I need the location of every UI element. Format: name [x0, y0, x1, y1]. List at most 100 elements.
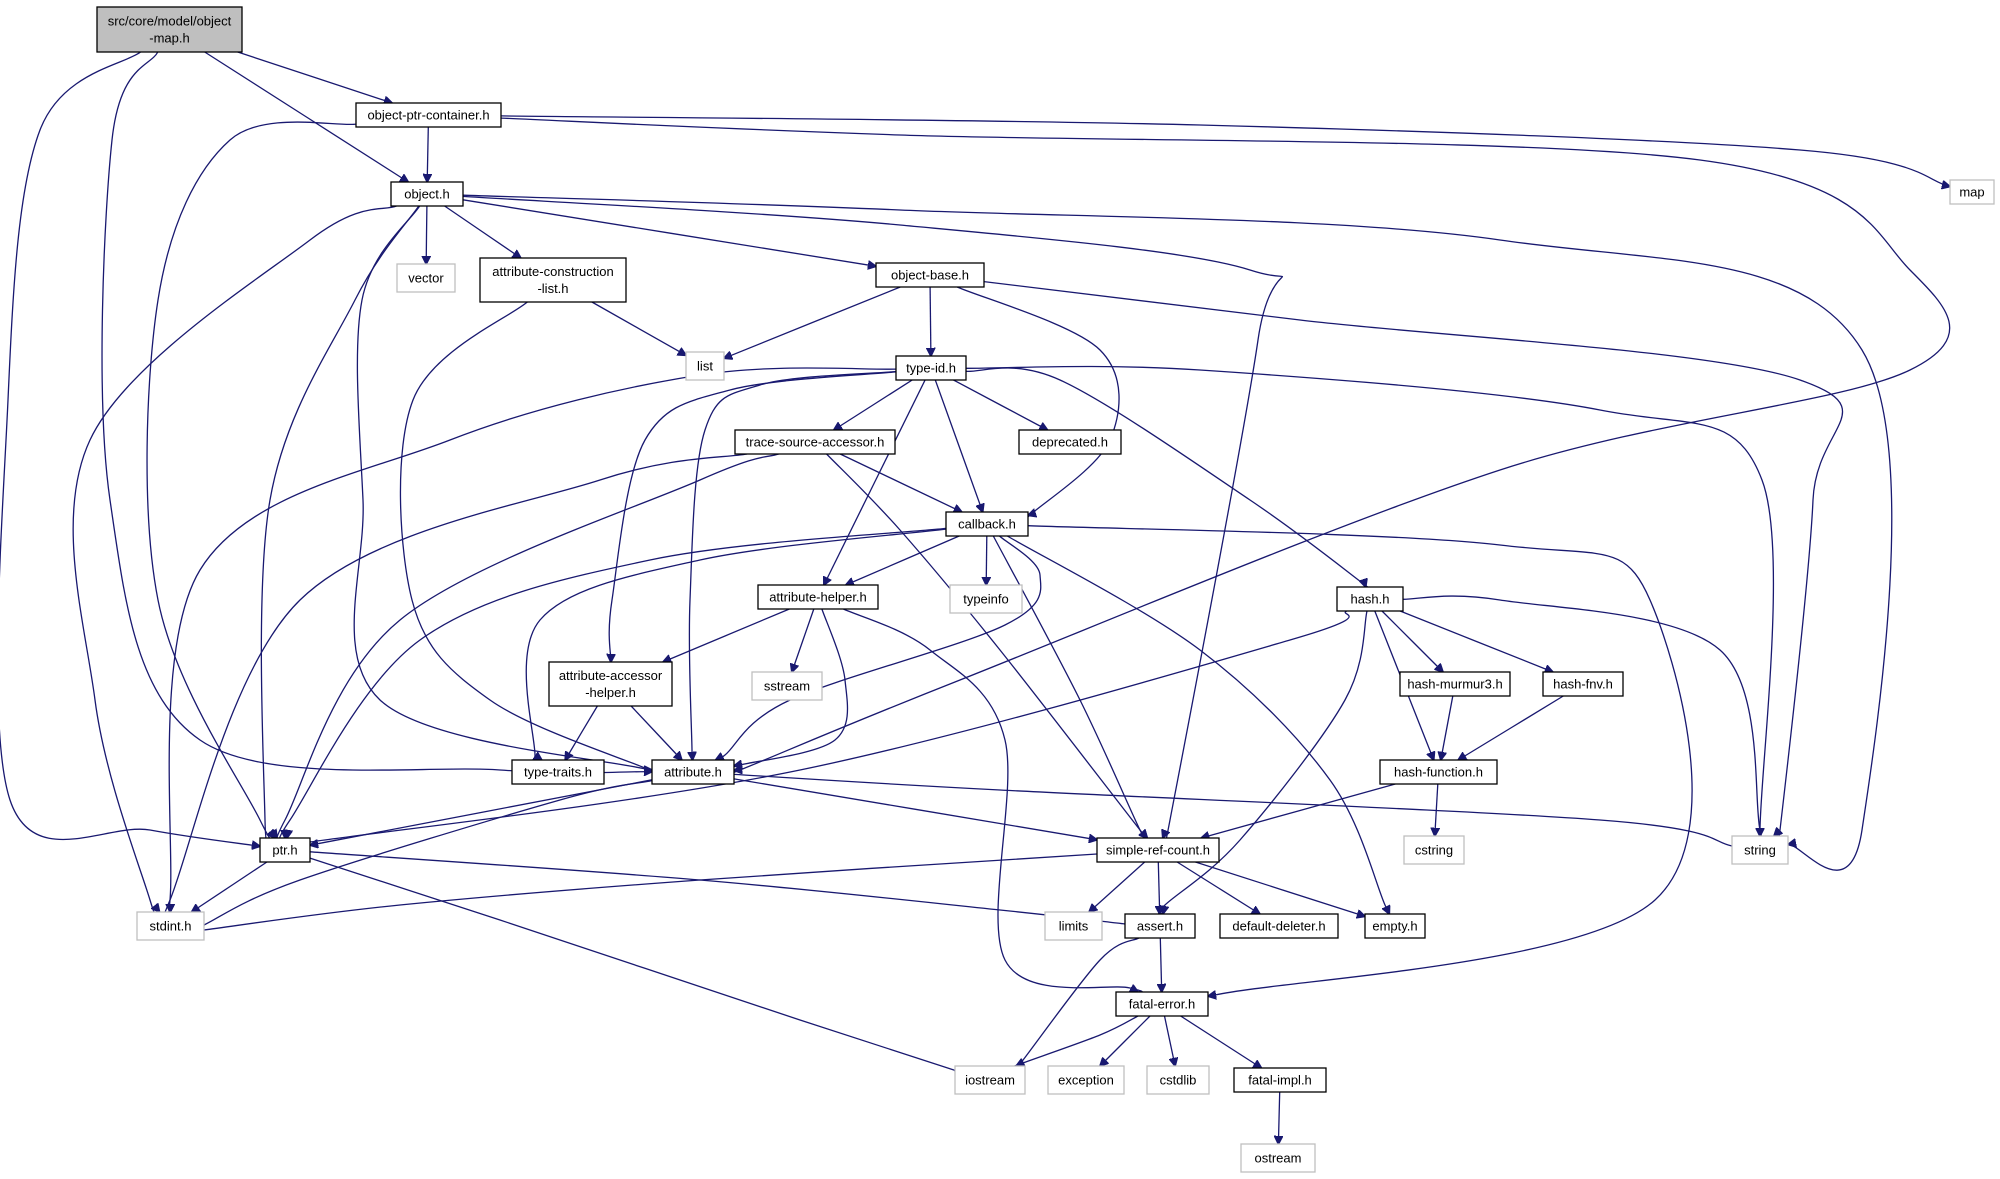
edge-object-ptr-container-to-ptr — [146, 121, 357, 844]
node-vector: vector — [396, 263, 456, 293]
node-box — [734, 429, 896, 455]
edge-root-to-ptr — [0, 51, 260, 846]
node-hash-murmur3[interactable]: hash-murmur3.h — [1399, 671, 1511, 697]
edge-simple-ref-count-to-limits — [1089, 861, 1146, 912]
node-box — [1047, 1065, 1125, 1095]
include-edge — [689, 370, 897, 766]
include-edge — [1381, 610, 1443, 672]
node-empty[interactable]: empty.h — [1364, 913, 1426, 939]
edge-attribute-accessor-helper-to-type-traits — [565, 705, 598, 760]
node-box — [355, 102, 502, 128]
node-box — [1233, 1067, 1327, 1093]
include-edge — [956, 286, 1120, 522]
node-attribute[interactable]: attribute.h — [651, 759, 735, 785]
node-label: object-ptr-container.h — [367, 108, 489, 123]
include-edge — [426, 205, 427, 264]
node-simple-ref-count[interactable]: simple-ref-count.h — [1096, 837, 1220, 863]
node-label: stdint.h — [150, 919, 192, 934]
node-label: type-traits.h — [524, 765, 592, 780]
node-type-traits[interactable]: type-traits.h — [511, 759, 605, 785]
edge-callback-to-empty — [1006, 535, 1392, 918]
include-edge — [716, 535, 1042, 762]
edge-object-ptr-container-to-object — [427, 126, 428, 182]
node-attribute-accessor-helper[interactable]: attribute-accessor-helper.h — [548, 661, 673, 707]
node-default-deleter[interactable]: default-deleter.h — [1219, 913, 1339, 939]
node-attribute-helper[interactable]: attribute-helper.h — [757, 584, 879, 610]
include-edge — [72, 205, 397, 920]
edge-object-base-to-string — [983, 280, 1844, 857]
node-box — [954, 1065, 1026, 1095]
edge-fatal-error-to-fatal-impl — [1180, 1015, 1262, 1068]
edge-simple-ref-count-to-default-deleter — [1176, 861, 1260, 914]
edge-type-id-to-callback — [934, 379, 982, 512]
node-attribute-construction-list[interactable]: attribute-construction-list.h — [479, 257, 627, 303]
include-edge — [1158, 861, 1159, 914]
node-box — [875, 262, 985, 288]
node-ptr[interactable]: ptr.h — [259, 837, 311, 863]
include-edge — [930, 286, 931, 356]
node-trace-source-accessor[interactable]: trace-source-accessor.h — [734, 429, 896, 455]
node-hash-fnv[interactable]: hash-fnv.h — [1542, 671, 1624, 697]
node-type-id[interactable]: type-id.h — [895, 355, 967, 381]
dependency-edges — [0, 51, 1951, 1144]
edge-object-base-to-list — [724, 286, 901, 358]
edge-root-to-object — [204, 51, 409, 182]
include-edge — [260, 205, 420, 851]
node-hash-function[interactable]: hash-function.h — [1379, 759, 1498, 785]
include-edge — [0, 51, 260, 846]
edge-type-id-to-deprecated — [953, 379, 1048, 430]
node-box — [945, 511, 1029, 537]
include-edge — [1160, 937, 1161, 992]
include-edge — [462, 195, 1284, 863]
edge-callback-to-attribute-helper — [846, 535, 960, 585]
node-callback[interactable]: callback.h — [945, 511, 1029, 537]
edge-type-id-to-string — [965, 365, 1775, 859]
include-edge — [1402, 595, 1763, 846]
node-label: -map.h — [149, 31, 189, 46]
include-edge — [1201, 783, 1396, 838]
node-assert[interactable]: assert.h — [1124, 913, 1196, 939]
edge-root-to-attribute — [101, 51, 652, 773]
header-nodes: src/core/model/object-map.h object-ptr-co… — [96, 6, 1995, 1173]
node-iostream: iostream — [954, 1065, 1026, 1095]
node-box — [1240, 1143, 1316, 1173]
edge-trace-source-accessor-to-ptr — [275, 453, 779, 843]
node-label: attribute.h — [664, 765, 722, 780]
node-deprecated[interactable]: deprecated.h — [1018, 429, 1122, 455]
include-edge — [1100, 1015, 1151, 1066]
edge-callback-to-fatal-error — [1027, 525, 1693, 1003]
node-box — [396, 263, 456, 293]
node-object-base[interactable]: object-base.h — [875, 262, 985, 288]
node-label: trace-source-accessor.h — [746, 435, 885, 450]
node-label: object-base.h — [891, 268, 969, 283]
edge-fatal-error-to-exception — [1100, 1015, 1151, 1066]
node-root: src/core/model/object-map.h — [96, 6, 243, 53]
edge-callback-to-type-traits — [525, 528, 947, 768]
include-edge — [953, 379, 1048, 430]
node-object[interactable]: object.h — [390, 181, 464, 207]
include-edge — [591, 301, 686, 355]
node-hash[interactable]: hash.h — [1336, 586, 1404, 612]
include-edge — [986, 535, 987, 585]
edge-object-base-to-callback — [956, 286, 1120, 522]
edge-attribute-to-simple-ref-count — [733, 778, 1097, 840]
edge-simple-ref-count-to-assert — [1158, 861, 1159, 914]
node-object-ptr-container[interactable]: object-ptr-container.h — [355, 102, 502, 128]
edge-callback-to-ptr — [278, 527, 947, 841]
edge-attribute-helper-to-fatal-error — [843, 608, 1143, 992]
include-edge — [500, 117, 1951, 778]
node-box — [1219, 913, 1339, 939]
node-label: assert.h — [1137, 919, 1183, 934]
node-label: default-deleter.h — [1232, 919, 1325, 934]
edge-type-id-to-hash — [965, 367, 1375, 593]
include-edge — [159, 453, 748, 927]
node-fatal-error[interactable]: fatal-error.h — [1115, 991, 1209, 1017]
node-box — [479, 257, 627, 303]
node-label: object.h — [404, 187, 450, 202]
node-box — [1115, 991, 1209, 1017]
node-fatal-impl[interactable]: fatal-impl.h — [1233, 1067, 1327, 1093]
edge-type-id-to-attribute-accessor-helper — [609, 371, 897, 662]
node-box — [511, 759, 605, 785]
node-label: simple-ref-count.h — [1106, 843, 1210, 858]
include-edge — [609, 371, 897, 662]
